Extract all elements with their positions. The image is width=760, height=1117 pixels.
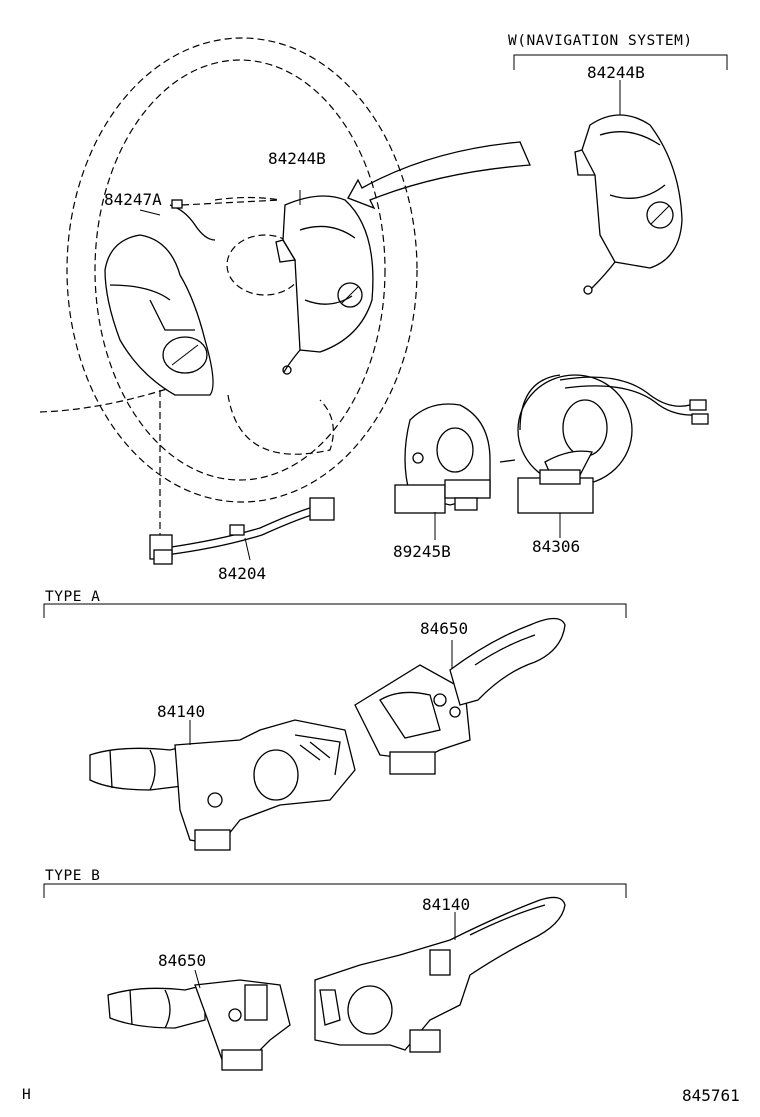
type-b-title: TYPE B <box>45 868 100 884</box>
navigation-system-header: W(NAVIGATION SYSTEM) <box>508 33 728 70</box>
label-steering-switch-left: 84247A <box>104 190 162 209</box>
type-a-title: TYPE A <box>45 589 100 605</box>
label-spiral-cable-sensor: 89245B <box>393 542 451 561</box>
label-steering-switch-right: 84244B <box>268 149 326 168</box>
steering-pad-switch-right <box>275 190 374 375</box>
label-wire-harness: 84204 <box>218 564 266 583</box>
steering-angle-sensor <box>394 403 491 540</box>
label-spiral-cable: 84306 <box>532 537 580 556</box>
footer-code: H <box>22 1087 31 1103</box>
wire-harness <box>149 390 335 565</box>
type-a-bracket: TYPE A <box>43 589 627 618</box>
label-type-b-wiper-switch: 84650 <box>158 951 206 970</box>
callout-arrow <box>347 141 531 210</box>
label-type-b-turn-switch: 84140 <box>422 895 470 914</box>
label-type-a-turn-switch: 84140 <box>157 702 205 721</box>
navigation-switch <box>574 80 683 295</box>
steering-wheel-outline <box>39 37 418 503</box>
navigation-system-title: W(NAVIGATION SYSTEM) <box>508 33 693 49</box>
diagram-number: 845761 <box>682 1086 740 1105</box>
type-b-turn-switch <box>314 896 566 1053</box>
type-a-wiper-switch <box>354 617 566 775</box>
type-b-wiper-switch <box>107 969 291 1071</box>
footer: H 845761 <box>22 1086 740 1105</box>
spiral-cable <box>499 374 709 538</box>
part-labels: 84244B 84244B 84247A 84204 89245B 84306 … <box>104 63 645 970</box>
type-a-turn-switch <box>89 719 356 851</box>
label-navigation-switch: 84244B <box>587 63 645 82</box>
type-b-bracket: TYPE B <box>43 868 627 898</box>
label-type-a-wiper-switch: 84650 <box>420 619 468 638</box>
steering-pad-switch-left <box>104 199 281 396</box>
